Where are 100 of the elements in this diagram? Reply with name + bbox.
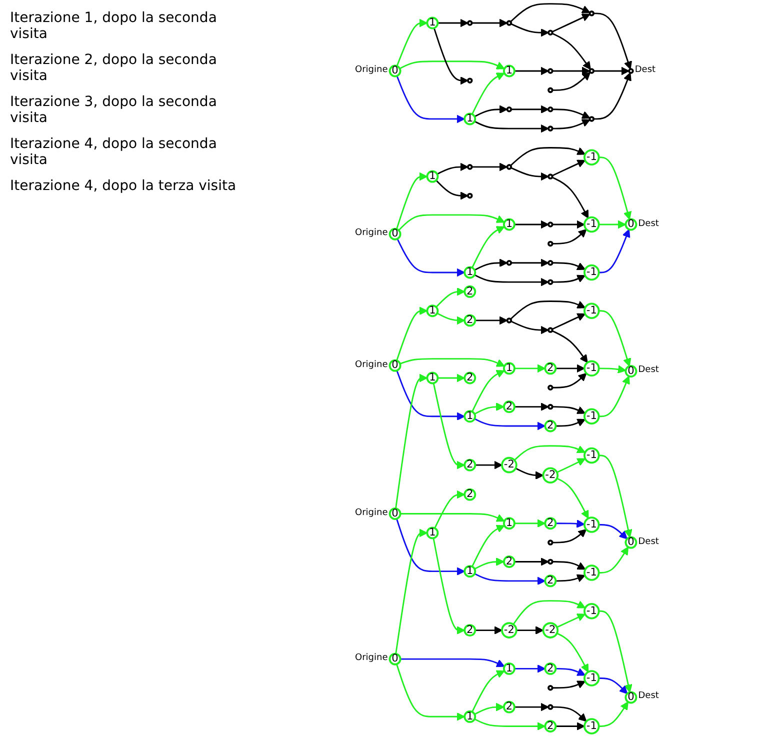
node-circle: 0 — [388, 64, 402, 78]
arrow — [552, 529, 587, 544]
arrow — [556, 418, 586, 427]
arrow — [514, 220, 549, 229]
node-circle: -1 — [584, 564, 600, 581]
arrow — [552, 176, 589, 219]
arrow — [395, 374, 428, 509]
node-circle: 1 — [426, 526, 439, 540]
node-circle — [548, 126, 554, 132]
node-circle: 0 — [624, 691, 638, 704]
arrow — [552, 14, 590, 32]
node-circle — [548, 279, 554, 285]
arrow — [514, 702, 549, 712]
node-circle — [548, 30, 554, 36]
arrow — [516, 626, 544, 635]
node-circle — [506, 106, 512, 112]
node-circle: -2 — [501, 622, 518, 638]
arrow — [552, 108, 590, 119]
arrow — [598, 376, 630, 418]
arrow — [556, 458, 586, 473]
arrow — [556, 520, 585, 528]
node-circle: 0 — [388, 228, 402, 240]
arrow — [472, 670, 505, 712]
arrow — [438, 18, 468, 28]
node-circle: -1 — [584, 670, 600, 686]
node-caption: Dest — [638, 691, 659, 702]
panel-title: Iterazione 4, dopo la terza visita — [10, 178, 238, 194]
arrow — [598, 524, 628, 540]
arrow — [598, 310, 632, 367]
arrow — [396, 18, 428, 66]
node-circle: -1 — [584, 718, 600, 734]
arrow — [552, 72, 591, 91]
arrow — [552, 561, 586, 570]
node-circle — [506, 260, 512, 266]
arrow — [396, 238, 465, 277]
node-circle: 1 — [464, 410, 476, 423]
node-circle: -1 — [584, 216, 600, 233]
arrow — [552, 229, 587, 244]
arrow — [598, 678, 628, 694]
arrow — [400, 658, 505, 668]
node-circle: -2 — [542, 622, 559, 638]
arrow — [514, 402, 549, 412]
node-circle — [548, 404, 554, 410]
arrow — [472, 226, 505, 268]
node-circle — [548, 240, 554, 247]
node-circle: 1 — [464, 710, 476, 723]
arrow — [436, 180, 468, 200]
arrow — [432, 538, 465, 635]
node-circle: 2 — [464, 458, 476, 472]
arrow — [474, 105, 508, 118]
node-circle: -1 — [584, 516, 600, 533]
node-circle — [588, 68, 595, 74]
arrow — [474, 718, 546, 730]
arrow — [400, 513, 505, 522]
arrow — [396, 518, 465, 576]
node-circle — [467, 164, 473, 170]
arrow — [598, 546, 629, 574]
node-circle: 1 — [502, 362, 516, 375]
node-circle — [588, 10, 595, 16]
node-circle — [467, 78, 473, 84]
arrow — [556, 632, 589, 672]
arrow — [474, 258, 508, 271]
node-circle: 2 — [544, 517, 557, 530]
arrow — [594, 72, 632, 120]
arrow — [474, 573, 546, 586]
arrow — [474, 558, 504, 570]
node-circle: -1 — [584, 360, 600, 377]
node-circle: 2 — [502, 555, 516, 568]
arrow — [556, 614, 586, 628]
node-circle: 1 — [464, 565, 476, 578]
node-circle: 2 — [464, 488, 476, 501]
arrow — [556, 668, 586, 676]
arrow — [515, 468, 544, 480]
panel-title: Iterazione 4, dopo la seconda visita — [10, 136, 218, 168]
arrow — [438, 374, 465, 382]
arrow — [510, 320, 549, 334]
arrow — [396, 306, 428, 361]
arrow — [552, 160, 586, 176]
node-circle: 1 — [426, 170, 439, 183]
node-circle: 2 — [502, 700, 516, 714]
node-circle: 1 — [464, 266, 476, 279]
arrow — [598, 702, 628, 727]
node-circle: -1 — [584, 408, 600, 425]
node-caption: Origine — [355, 653, 388, 664]
arrow — [514, 558, 549, 566]
node-circle: 2 — [544, 362, 557, 375]
arrow — [436, 312, 465, 325]
arrow — [475, 460, 502, 470]
node-circle: 1 — [464, 112, 476, 126]
node-circle — [548, 558, 554, 565]
arrow — [433, 28, 468, 85]
panel-title: Iterazione 2, dopo la seconda visita — [10, 52, 218, 84]
arrow — [552, 372, 587, 388]
node-circle: 2 — [464, 285, 476, 298]
node-caption: Dest — [638, 218, 659, 230]
node-circle: -1 — [584, 602, 600, 620]
node-circle — [548, 68, 554, 74]
node-circle: 2 — [464, 624, 476, 637]
arrow — [552, 680, 586, 689]
arrow — [556, 722, 585, 730]
